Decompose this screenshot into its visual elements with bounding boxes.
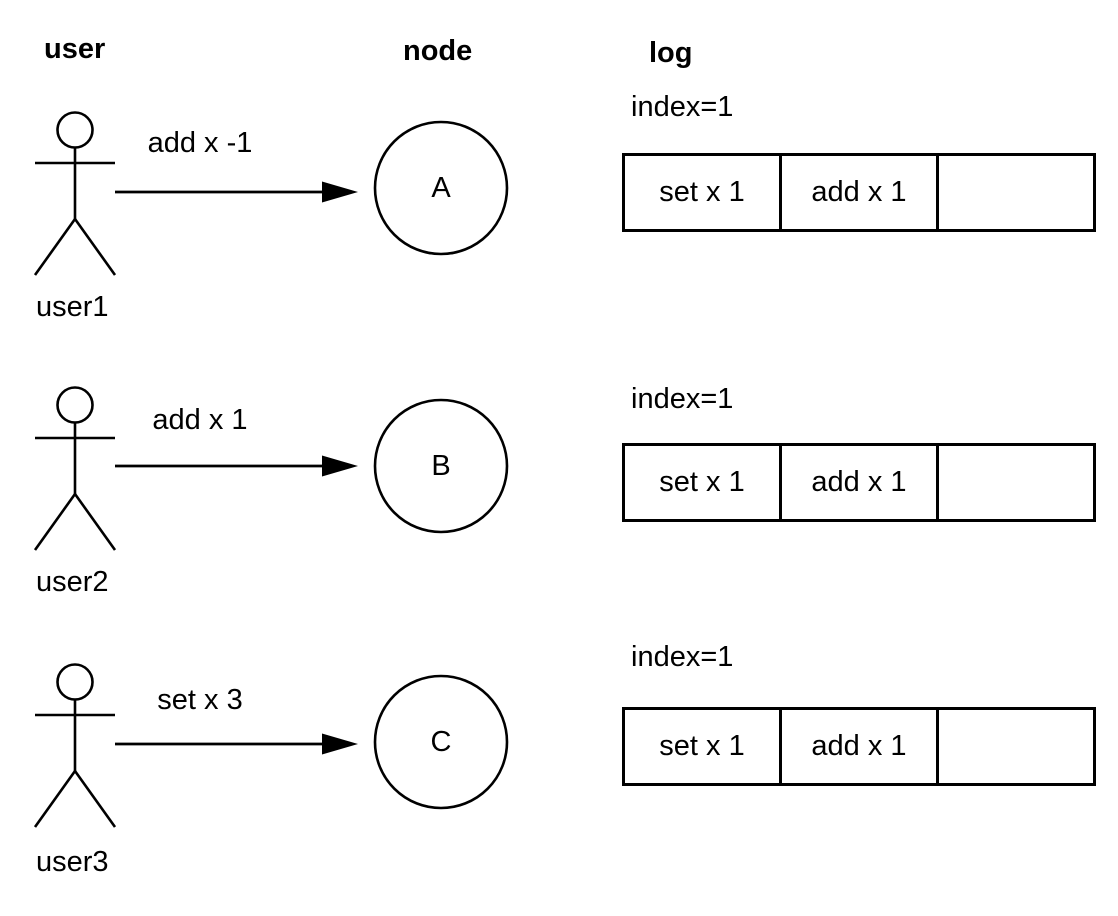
message-label: add x 1 xyxy=(152,404,248,436)
log-index-label: index=1 xyxy=(631,641,734,673)
log-cell: add x 1 xyxy=(779,446,936,519)
actor-label: user3 xyxy=(36,846,109,878)
log-table: set x 1 add x 1 xyxy=(622,153,1096,232)
column-header-log: log xyxy=(649,37,693,69)
log-table: set x 1 add x 1 xyxy=(622,707,1096,786)
message-arrow-icon xyxy=(115,455,358,477)
user-actor-icon xyxy=(33,663,117,828)
log-table: set x 1 add x 1 xyxy=(622,443,1096,522)
log-cell: add x 1 xyxy=(779,156,936,229)
column-header-user: user xyxy=(44,33,106,65)
node-label: C xyxy=(430,725,452,758)
node-circle xyxy=(373,120,509,256)
user-actor-icon xyxy=(33,111,117,276)
node-circle xyxy=(373,674,509,810)
log-index-label: index=1 xyxy=(631,383,734,415)
message-label: add x -1 xyxy=(147,127,253,159)
message-arrow-icon xyxy=(115,733,358,755)
user-actor-icon xyxy=(33,386,117,551)
node-circle xyxy=(373,398,509,534)
message-label: set x 3 xyxy=(157,684,243,716)
log-cell: set x 1 xyxy=(659,176,745,208)
actor-label: user2 xyxy=(36,566,109,598)
log-cell: set x 1 xyxy=(659,730,745,762)
message-arrow-icon xyxy=(115,181,358,203)
log-cell: set x 1 xyxy=(659,466,745,498)
log-cell xyxy=(936,446,1093,519)
node-label: A xyxy=(431,171,451,204)
column-header-node: node xyxy=(403,35,473,67)
node-label: B xyxy=(431,449,451,482)
log-index-label: index=1 xyxy=(631,91,734,123)
log-cell xyxy=(936,156,1093,229)
log-cell: add x 1 xyxy=(779,710,936,783)
log-cell xyxy=(936,710,1093,783)
actor-label: user1 xyxy=(36,291,109,323)
